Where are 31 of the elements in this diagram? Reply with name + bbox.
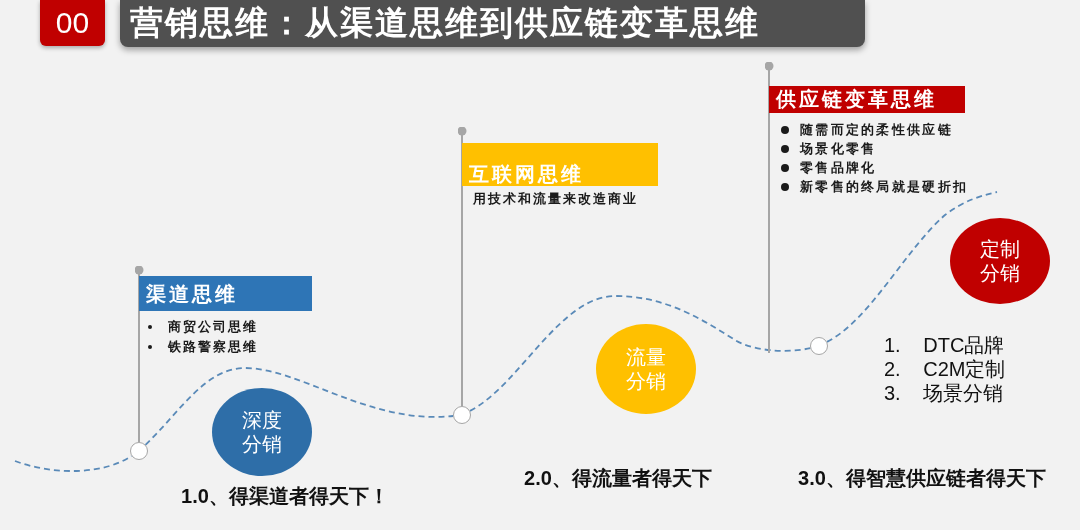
numbered-list-item: 3. 场景分销 <box>884 381 1004 405</box>
waypoint-marker <box>453 406 471 424</box>
stage-banner: 互联网思维 <box>462 143 658 186</box>
stage-caption: 1.0、得渠道者得天下！ <box>181 484 389 508</box>
numbered-list-item: 2. C2M定制 <box>884 357 1006 381</box>
subtitle-text: 用技术和流量来改造商业 <box>473 190 638 208</box>
dashed-curve <box>826 191 998 343</box>
bullet-list-item: 随需而定的柔性供应链 <box>800 121 953 139</box>
bullet-list-item: 商贸公司思维 <box>168 318 258 336</box>
bullet-list-item: 零售品牌化 <box>800 159 877 177</box>
bullet-list-item: 场景化零售 <box>800 140 877 158</box>
bullet-list-item: 新零售的终局就是硬折扣 <box>800 178 969 196</box>
stage-caption: 3.0、得智慧供应链者得天下 <box>798 466 1046 490</box>
stage-circle: 深度分销 <box>212 388 312 476</box>
flagpole-line <box>457 126 467 407</box>
waypoint-marker <box>810 337 828 355</box>
numbered-list-item: 1. DTC品牌 <box>884 333 1005 357</box>
flagpole-line <box>134 265 144 443</box>
dashed-curve <box>144 367 454 446</box>
waypoint-marker <box>130 442 148 460</box>
stage-circle: 流量分销 <box>596 324 696 414</box>
flagpole-line <box>764 61 774 354</box>
stage-banner: 供应链变革思维 <box>769 86 965 113</box>
slide-title: 营销思维：从渠道思维到供应链变革思维 <box>130 3 760 43</box>
dashed-curve <box>469 295 812 412</box>
stage-circle: 定制分销 <box>950 218 1050 304</box>
stage-banner: 渠道思维 <box>139 276 312 311</box>
dashed-curve <box>14 455 133 472</box>
number-badge: 00 <box>40 0 105 46</box>
bullet-list-item: 铁路警察思维 <box>168 338 258 356</box>
stage-caption: 2.0、得流量者得天下 <box>524 466 712 490</box>
